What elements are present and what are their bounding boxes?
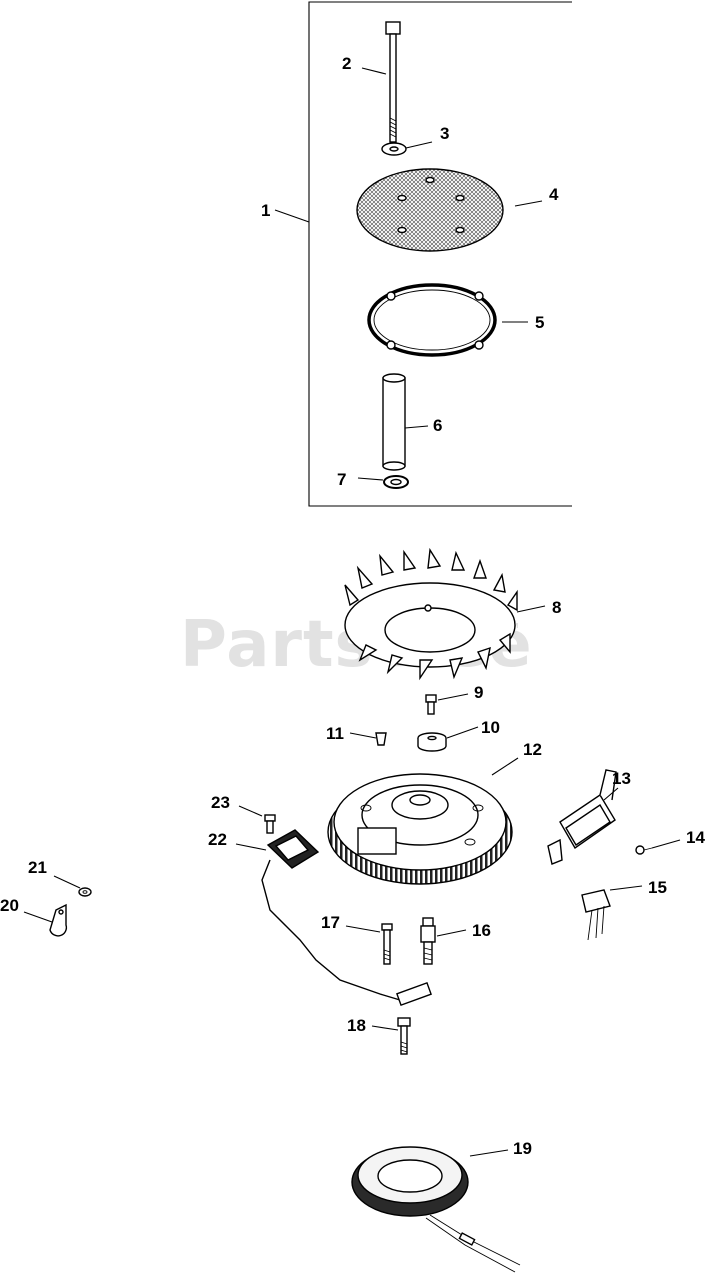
callout-23: 23 bbox=[211, 793, 230, 812]
part-13-rectifier bbox=[547, 769, 617, 865]
part-3-washer bbox=[381, 142, 407, 156]
callout-16: 16 bbox=[472, 921, 491, 940]
part-2-bolt bbox=[385, 21, 401, 143]
callout-15: 15 bbox=[648, 878, 667, 897]
kit-bracket bbox=[308, 1, 572, 507]
callout-5: 5 bbox=[535, 313, 544, 332]
callout-11: 11 bbox=[326, 724, 344, 743]
callout-4: 4 bbox=[549, 185, 559, 204]
part-7-seal bbox=[383, 475, 409, 489]
part-12-flywheel bbox=[327, 773, 513, 885]
callout-1: 1 bbox=[261, 201, 270, 220]
callout-17: 17 bbox=[321, 913, 340, 932]
part-15-connector bbox=[581, 889, 611, 941]
part-8-fan bbox=[344, 547, 518, 681]
callout-14: 14 bbox=[686, 828, 705, 847]
part-10-spacer bbox=[417, 732, 447, 752]
part-17-bolt bbox=[381, 923, 393, 965]
callout-10: 10 bbox=[481, 718, 500, 737]
part-14-screw bbox=[635, 845, 653, 855]
callout-20: 20 bbox=[0, 896, 19, 915]
callout-22: 22 bbox=[208, 830, 227, 849]
callout-3: 3 bbox=[440, 124, 449, 143]
callout-9: 9 bbox=[474, 683, 483, 702]
part-23-screw bbox=[264, 814, 276, 834]
callout-8: 8 bbox=[552, 598, 561, 617]
part-20-clamp bbox=[49, 903, 68, 937]
part-4-screen bbox=[356, 168, 504, 252]
part-6-tube bbox=[382, 373, 406, 471]
callout-2: 2 bbox=[342, 54, 351, 73]
part-22-ignition-module bbox=[261, 829, 432, 1007]
part-18-bolt bbox=[397, 1017, 411, 1055]
leader-lines bbox=[23, 67, 681, 1157]
callout-21: 21 bbox=[28, 858, 47, 877]
callout-18: 18 bbox=[347, 1016, 366, 1035]
part-19-stator bbox=[351, 1146, 521, 1273]
callout-labels: 1 2 3 4 5 6 7 8 9 10 11 12 13 14 15 16 1… bbox=[0, 54, 705, 1158]
part-11-key bbox=[375, 732, 387, 746]
callout-6: 6 bbox=[433, 416, 442, 435]
callout-12: 12 bbox=[523, 740, 542, 759]
part-5-ring bbox=[367, 283, 497, 357]
callout-13: 13 bbox=[612, 769, 631, 788]
callout-19: 19 bbox=[513, 1139, 532, 1158]
part-9-screw bbox=[425, 694, 437, 715]
part-21-washer bbox=[78, 887, 92, 897]
part-16-spark-plug bbox=[420, 917, 436, 965]
callout-7: 7 bbox=[337, 470, 346, 489]
